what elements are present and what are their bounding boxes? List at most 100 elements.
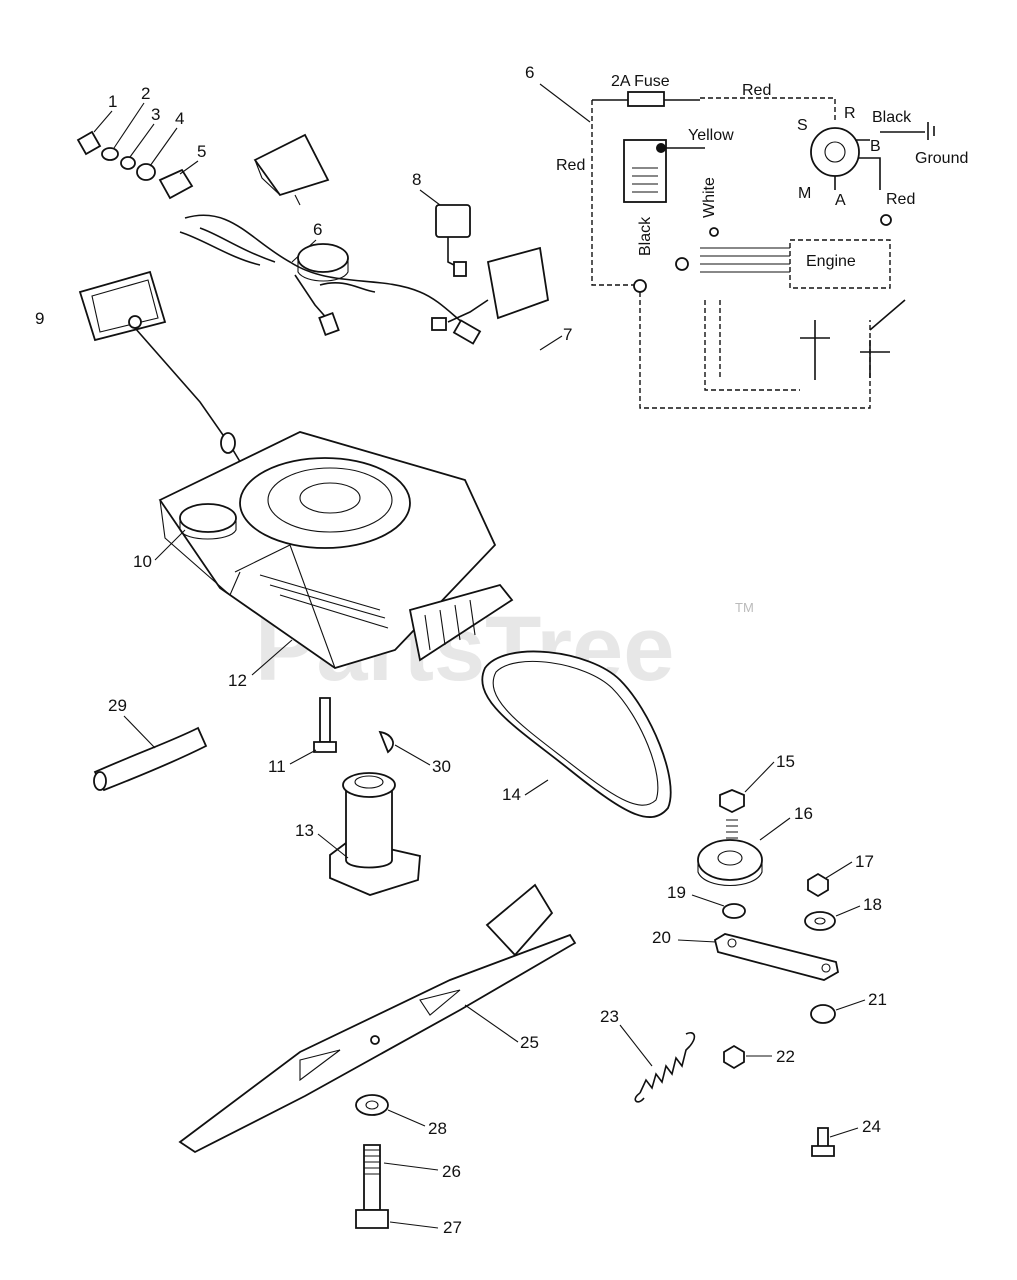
part-9-housing-inner — [91, 279, 159, 333]
part-13-spindle-top — [342, 772, 396, 798]
engine-wires — [700, 247, 790, 273]
part-17-nut — [807, 872, 829, 898]
leader-28 — [387, 1109, 426, 1127]
part-27-bolt-head — [355, 1209, 389, 1229]
part-14-belt-inner — [492, 660, 659, 806]
leader-1 — [93, 110, 113, 133]
yellow-terminal — [656, 143, 666, 153]
leader-27 — [389, 1221, 439, 1229]
part-13-spindle-bore — [354, 775, 384, 789]
leader-15 — [744, 761, 775, 793]
part-22-nut — [723, 1044, 745, 1070]
callout-11: 11 — [268, 757, 286, 776]
part-6-harness-lead — [294, 274, 331, 323]
leader-30 — [394, 744, 431, 766]
part-25-blade-wing — [485, 883, 554, 957]
callout-13: 13 — [295, 821, 314, 840]
callout-25: 25 — [520, 1033, 539, 1052]
leader-5 — [179, 160, 199, 175]
part-18-washer — [804, 911, 836, 931]
callout-12: 12 — [228, 671, 247, 690]
wire-label-black-top: Black — [872, 109, 912, 126]
part-6-harness-loop — [319, 282, 376, 293]
callout-30: 30 — [432, 757, 451, 776]
part-28-washer-hole — [365, 1100, 379, 1110]
leader-23 — [619, 1024, 653, 1067]
pin-label-b: B — [870, 138, 881, 155]
leader-21 — [835, 999, 866, 1011]
part-24-screw — [817, 1127, 829, 1149]
part-11-screw — [319, 697, 331, 743]
callout-9: 9 — [35, 309, 44, 328]
callout-23: 23 — [600, 1007, 619, 1026]
leader-3 — [129, 123, 155, 158]
tank-cap-left-side — [179, 518, 237, 540]
callout-7: 7 — [563, 325, 572, 344]
leader-16 — [759, 817, 791, 841]
part-11-screw-head — [313, 741, 337, 753]
red-wire-top — [700, 97, 836, 120]
part-2-nut — [101, 147, 119, 161]
callout-6-harness: 6 — [313, 220, 322, 239]
leader-26 — [383, 1162, 439, 1171]
part-1-key — [76, 130, 102, 156]
pin-label-a: A — [835, 192, 846, 209]
part-12-tank-body — [158, 243, 514, 669]
part-9-grommet — [128, 315, 142, 329]
ignition-switch-symbol — [810, 127, 860, 177]
part-29-hose-end — [93, 771, 107, 791]
callout-4: 4 — [175, 109, 184, 128]
callout-1: 1 — [108, 92, 117, 111]
leader-20 — [677, 939, 717, 943]
tank-pulley-ring — [267, 467, 393, 533]
wire-label-black: Black — [637, 216, 654, 256]
part-7-module-plug — [431, 317, 447, 331]
part-26-bolt — [363, 1144, 381, 1211]
callout-20: 20 — [652, 928, 671, 947]
callout-16: 16 — [794, 804, 813, 823]
leader-7 — [539, 335, 563, 351]
part-5-switch — [158, 168, 194, 200]
callout-29: 29 — [108, 696, 127, 715]
part-16-pulley — [697, 839, 763, 881]
pin-label-m: M — [798, 185, 811, 202]
wire-label-yellow: Yellow — [688, 127, 734, 144]
leader-14 — [524, 779, 549, 796]
tank-engine-fins — [408, 583, 514, 662]
callout-5: 5 — [197, 142, 206, 161]
part-16-pulley-side — [697, 860, 763, 887]
part-6-connector-b — [452, 319, 482, 345]
part-26-bolt-thread — [364, 1149, 380, 1175]
part-14-belt — [481, 650, 672, 818]
part-7-module-lead — [447, 299, 489, 323]
capacitor-symbols — [800, 299, 906, 380]
callout-21: 21 — [868, 990, 887, 1009]
white-connector — [709, 227, 719, 237]
part-25-blade-hole — [370, 1035, 380, 1045]
callout-26: 26 — [442, 1162, 461, 1181]
leader-12 — [251, 639, 293, 676]
part-18-washer-hole — [814, 917, 826, 925]
pin-label-s: S — [797, 117, 808, 134]
callout-22: 22 — [776, 1047, 795, 1066]
harness-connector-b — [633, 279, 647, 293]
lower-wiring — [639, 292, 871, 409]
red-wire-left — [591, 100, 640, 286]
part-7-module — [486, 246, 550, 320]
ground-symbol — [880, 122, 935, 140]
fuse-symbol — [627, 91, 665, 107]
wire-label-red-right: Red — [886, 191, 915, 208]
part-23-spring-hooks — [634, 1031, 696, 1103]
leader-10 — [154, 529, 186, 561]
key-switch-assembly — [76, 130, 194, 200]
part-20-idler-arm — [713, 933, 840, 981]
part-30-key — [378, 730, 394, 754]
callout-17: 17 — [855, 852, 874, 871]
callout-28: 28 — [428, 1119, 447, 1138]
part-29-hose — [93, 726, 208, 792]
part-23-spring — [639, 1045, 691, 1094]
part-8-relay — [435, 204, 471, 238]
wire-label-ground: Ground — [915, 150, 968, 167]
wire-label-white: White — [701, 177, 718, 218]
